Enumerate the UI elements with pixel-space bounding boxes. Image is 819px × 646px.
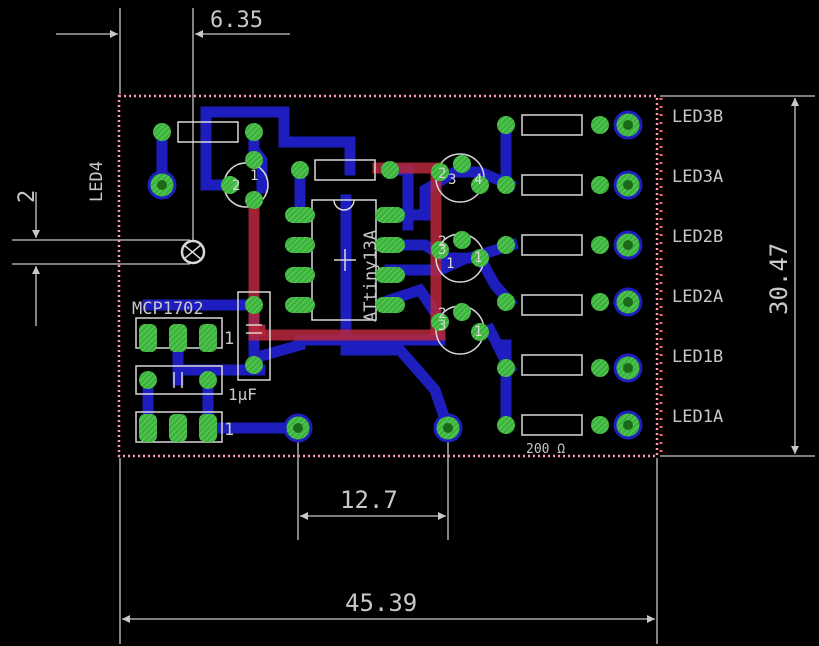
pin-label: 2: [438, 234, 446, 250]
pad: [245, 356, 263, 374]
pin-label: 2: [232, 178, 240, 194]
dim-board-height: 30.47: [765, 243, 793, 315]
pad-header: [139, 324, 157, 352]
pin-label: 1: [474, 250, 482, 266]
pad-hole: [623, 420, 633, 430]
pad-header: [199, 324, 217, 352]
silkscreen-outlines: [135, 114, 583, 443]
dim-left-height: 2: [15, 190, 40, 203]
label-pin1-top: 1: [224, 329, 234, 349]
pad: [497, 236, 515, 254]
label-led4: LED4: [87, 161, 107, 202]
pad: [431, 163, 449, 181]
pad-header: [169, 414, 187, 442]
pad: [453, 155, 471, 173]
pad: [221, 176, 239, 194]
pad: [497, 359, 515, 377]
pad-hole: [623, 240, 633, 250]
pad: [591, 116, 609, 134]
pad: [453, 231, 471, 249]
pad: [453, 303, 471, 321]
pad: [591, 236, 609, 254]
pad-dip: [285, 267, 315, 283]
pad: [591, 416, 609, 434]
pad: [497, 416, 515, 434]
pad: [471, 176, 489, 194]
label-led2a: LED2A: [672, 287, 723, 307]
pad: [245, 191, 263, 209]
pad-dip: [375, 297, 405, 313]
dim-board-width: 45.39: [345, 589, 417, 617]
label-attiny: ATtiny13A: [361, 230, 381, 322]
board-outline: [117, 94, 659, 458]
pin-label: 1: [446, 256, 454, 272]
label-capacitor: 1μF: [228, 385, 257, 404]
pad: [497, 176, 515, 194]
pad: [431, 313, 449, 331]
pin-label: 1: [250, 168, 258, 184]
dim-header-spacing: 12.7: [340, 486, 398, 514]
pad: [139, 371, 157, 389]
pad: [381, 161, 399, 179]
pads: [139, 110, 643, 443]
label-pin1-bottom: 1: [224, 420, 234, 440]
pad: [245, 151, 263, 169]
pad-hole: [623, 363, 633, 373]
pad: [497, 293, 515, 311]
pad: [245, 123, 263, 141]
pad-header: [199, 414, 217, 442]
pad: [497, 116, 515, 134]
pad: [591, 293, 609, 311]
pad-dip: [285, 297, 315, 313]
pad-dip: [285, 237, 315, 253]
pad-hole: [623, 120, 633, 130]
text-labels: 6.35 2 12.7 45.39 30.47 LED4 LED3B LED3A…: [15, 8, 793, 617]
pad-hole: [443, 423, 453, 433]
pad: [471, 249, 489, 267]
pad-dip: [375, 237, 405, 253]
pad: [591, 359, 609, 377]
pin-label: 1: [474, 324, 482, 340]
pin-labels: 2 4 3 1 2 1 3 2 1 3 2 1: [232, 166, 482, 340]
label-mcp1702: MCP1702: [132, 299, 204, 319]
pad-header: [169, 324, 187, 352]
pad-hole: [157, 180, 167, 190]
pin-label: 3: [438, 318, 446, 334]
pad-hole: [623, 297, 633, 307]
pad: [431, 241, 449, 259]
label-resistor-value: 200 Ω: [526, 442, 565, 457]
pad-hole: [293, 423, 303, 433]
label-led2b: LED2B: [672, 227, 723, 247]
pad: [291, 161, 309, 179]
label-led3b: LED3B: [672, 107, 723, 127]
pad: [199, 371, 217, 389]
pin-label: 3: [438, 242, 446, 258]
label-led1a: LED1A: [672, 407, 723, 427]
pad-dip: [285, 207, 315, 223]
pin-label: 4: [474, 172, 482, 188]
pin-label: 2: [438, 306, 446, 322]
dimension-lines: [12, 8, 815, 644]
label-led1b: LED1B: [672, 347, 723, 367]
pad: [591, 176, 609, 194]
pin-label: 3: [448, 172, 456, 188]
pad-header: [139, 414, 157, 442]
dim-top-width: 6.35: [210, 8, 263, 33]
pad-dip: [375, 207, 405, 223]
label-led3a: LED3A: [672, 167, 723, 187]
pad: [153, 123, 171, 141]
pin-label: 2: [438, 166, 446, 182]
pad-hole: [623, 180, 633, 190]
pad-dip: [375, 267, 405, 283]
pad: [471, 323, 489, 341]
pad: [245, 296, 263, 314]
